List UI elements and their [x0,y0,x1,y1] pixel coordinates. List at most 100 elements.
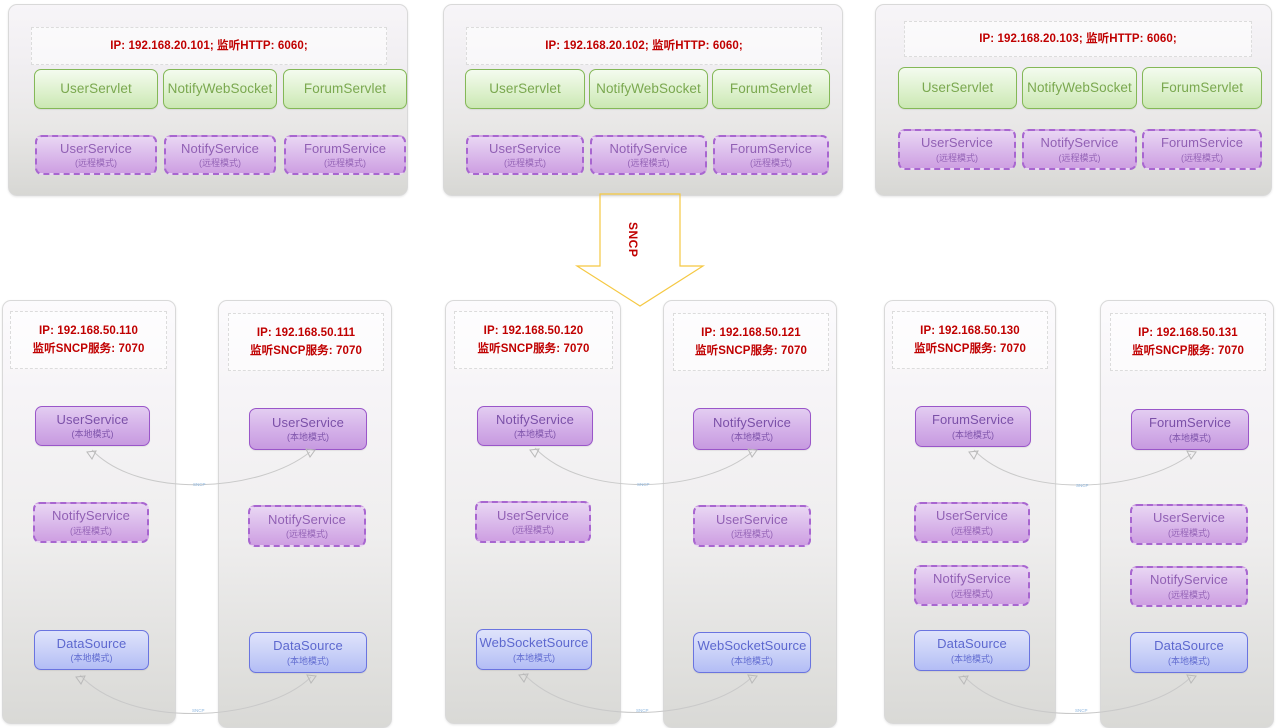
service-host-2-ip: IP: 192.168.50.111 [256,326,356,339]
service-host-1-node-0[interactable]: UserService (本地模式) [35,406,150,446]
app-host-panel-1[interactable]: IP: 192.168.20.101; 监听HTTP: 6060; UserSe… [8,4,408,196]
service-host-4-node-0[interactable]: NotifyService (本地模式) [693,408,811,450]
service-host-6-node-1[interactable]: UserService (远程模式) [1130,504,1248,545]
service-host-6-node-2[interactable]: NotifyService (远程模式) [1130,566,1248,607]
service-host-6-node-0[interactable]: ForumService (本地模式) [1131,409,1249,450]
node-mode: (本地模式) [513,652,555,663]
service-host-panel-3[interactable]: IP: 192.168.50.120 监听SNCP服务: 7070 Notify… [445,300,621,724]
app-host-panel-2[interactable]: IP: 192.168.20.102; 监听HTTP: 6060; UserSe… [443,4,843,196]
app-host-panel-3[interactable]: IP: 192.168.20.103; 监听HTTP: 6060; UserSe… [875,4,1272,196]
node-label: UserService [272,414,344,430]
node-label: ForumService [1148,415,1232,431]
service-host-panel-2[interactable]: IP: 192.168.50.111 监听SNCP服务: 7070 UserSe… [218,300,392,728]
service-host-3-node-0[interactable]: NotifyService (本地模式) [477,406,593,446]
app-host-2-servlet-0[interactable]: UserServlet [465,69,585,109]
app-host-1-service-1[interactable]: NotifyService (远程模式) [164,135,276,175]
service-host-4-ip: IP: 192.168.50.121 [701,326,801,339]
node-label: NotifyService [1150,572,1228,588]
service-host-4-node-2[interactable]: WebSocketSource (本地模式) [693,632,811,673]
service-host-3-node-1[interactable]: UserService (远程模式) [475,501,591,543]
app-host-2-servlet-2[interactable]: ForumServlet [712,69,830,109]
app-host-2-service-2[interactable]: ForumService (远程模式) [713,135,829,175]
app-host-3-servlet-2[interactable]: ForumServlet [1142,67,1262,109]
app-host-1-service-0[interactable]: UserService (远程模式) [35,135,157,175]
node-label: NotifyService [181,140,259,156]
node-mode: (远程模式) [627,158,670,169]
node-mode: (远程模式) [951,525,993,536]
node-label: DataSource [1154,638,1224,654]
node-label: ForumService [729,140,813,156]
node-mode: (本地模式) [287,432,329,443]
service-host-1-port: 监听SNCP服务: 7070 [32,342,145,355]
app-host-1-servlet-0[interactable]: UserServlet [34,69,158,109]
service-host-panel-4[interactable]: IP: 192.168.50.121 监听SNCP服务: 7070 Notify… [663,300,837,728]
node-mode: (远程模式) [951,588,993,599]
node-label: UserService [921,135,993,151]
node-mode: (远程模式) [75,158,117,169]
service-host-3-ip-header: IP: 192.168.50.120 监听SNCP服务: 7070 [454,311,613,369]
service-host-1-node-1[interactable]: NotifyService (远程模式) [33,502,149,543]
node-label: DataSource [56,635,127,651]
service-host-panel-6[interactable]: IP: 192.168.50.131 监听SNCP服务: 7070 ForumS… [1100,300,1274,728]
service-host-1-node-2[interactable]: DataSource (本地模式) [34,630,149,670]
service-host-2-port: 监听SNCP服务: 7070 [250,344,362,357]
node-mode: (远程模式) [1058,152,1101,163]
app-host-3-service-0[interactable]: UserService (远程模式) [898,129,1016,170]
node-label: DataSource [937,636,1007,652]
service-host-panel-5[interactable]: IP: 192.168.50.130 监听SNCP服务: 7070 ForumS… [884,300,1056,724]
node-label: ForumService [931,412,1015,428]
app-host-3-servlet-1[interactable]: NotifyWebSocket [1022,67,1137,109]
app-host-3-ip-line: IP: 192.168.20.103; 监听HTTP: 6060; [979,32,1177,45]
service-host-5-node-2[interactable]: NotifyService (远程模式) [914,565,1030,606]
app-host-2-ip-header: IP: 192.168.20.102; 监听HTTP: 6060; [466,27,822,65]
node-mode: (本地模式) [952,429,994,440]
app-host-1-servlet-2[interactable]: ForumServlet [283,69,407,109]
node-label: DataSource [273,638,343,654]
node-mode: (远程模式) [286,529,328,540]
service-host-2-node-0[interactable]: UserService (本地模式) [249,408,367,450]
app-host-3-service-1[interactable]: NotifyService (远程模式) [1022,129,1137,170]
service-host-4-node-1[interactable]: UserService (远程模式) [693,505,811,547]
app-host-1-servlet-1[interactable]: NotifyWebSocket [163,69,277,109]
service-host-6-ip: IP: 192.168.50.131 [1138,326,1238,339]
app-host-2-ip-line: IP: 192.168.20.102; 监听HTTP: 6060; [545,39,743,52]
service-host-5-node-0[interactable]: ForumService (本地模式) [915,406,1031,447]
service-host-5-ip-header: IP: 192.168.50.130 监听SNCP服务: 7070 [892,311,1048,369]
node-mode: (远程模式) [1168,527,1210,538]
service-host-5-node-3[interactable]: DataSource (本地模式) [914,630,1030,671]
service-host-5-port: 监听SNCP服务: 7070 [914,342,1026,355]
service-host-4-port: 监听SNCP服务: 7070 [695,344,807,357]
app-host-2-service-1[interactable]: NotifyService (远程模式) [590,135,707,175]
app-host-2-service-0[interactable]: UserService (远程模式) [466,135,584,175]
service-host-2-node-2[interactable]: DataSource (本地模式) [249,632,367,673]
sncp-protocol-arrow [574,193,706,307]
node-mode: (本地模式) [731,432,773,443]
node-label: UserService [497,507,569,523]
service-host-5-node-1[interactable]: UserService (远程模式) [914,502,1030,543]
app-host-3-service-2[interactable]: ForumService (远程模式) [1142,129,1262,170]
peer-link-label: SNCP [636,708,649,713]
node-label: UserService [1153,510,1225,526]
app-host-3-servlet-0[interactable]: UserServlet [898,67,1017,109]
app-host-1-service-2[interactable]: ForumService (远程模式) [284,135,406,175]
service-host-6-node-3[interactable]: DataSource (本地模式) [1130,632,1248,673]
service-host-1-ip: IP: 192.168.50.110 [39,324,138,337]
node-mode: (远程模式) [731,529,773,540]
node-label: ForumServlet [729,81,813,97]
service-host-6-port: 监听SNCP服务: 7070 [1132,344,1244,357]
node-mode: (远程模式) [936,152,978,163]
node-label: NotifyService [268,511,346,527]
node-label: UserService [56,411,129,427]
app-host-2-servlet-1[interactable]: NotifyWebSocket [589,69,708,109]
node-label: NotifyService [933,571,1011,587]
node-mode: (本地模式) [287,655,329,666]
peer-link-label: SNCP [637,482,650,487]
sncp-arrow-label: SNCP [626,222,640,258]
service-host-3-node-2[interactable]: WebSocketSource (本地模式) [476,629,592,670]
service-host-panel-1[interactable]: IP: 192.168.50.110 监听SNCP服务: 7070 UserSe… [2,300,176,724]
node-label: NotifyService [609,140,688,156]
node-label: WebSocketSource [697,638,807,654]
node-label: ForumServlet [1160,80,1244,96]
service-host-2-node-1[interactable]: NotifyService (远程模式) [248,505,366,547]
